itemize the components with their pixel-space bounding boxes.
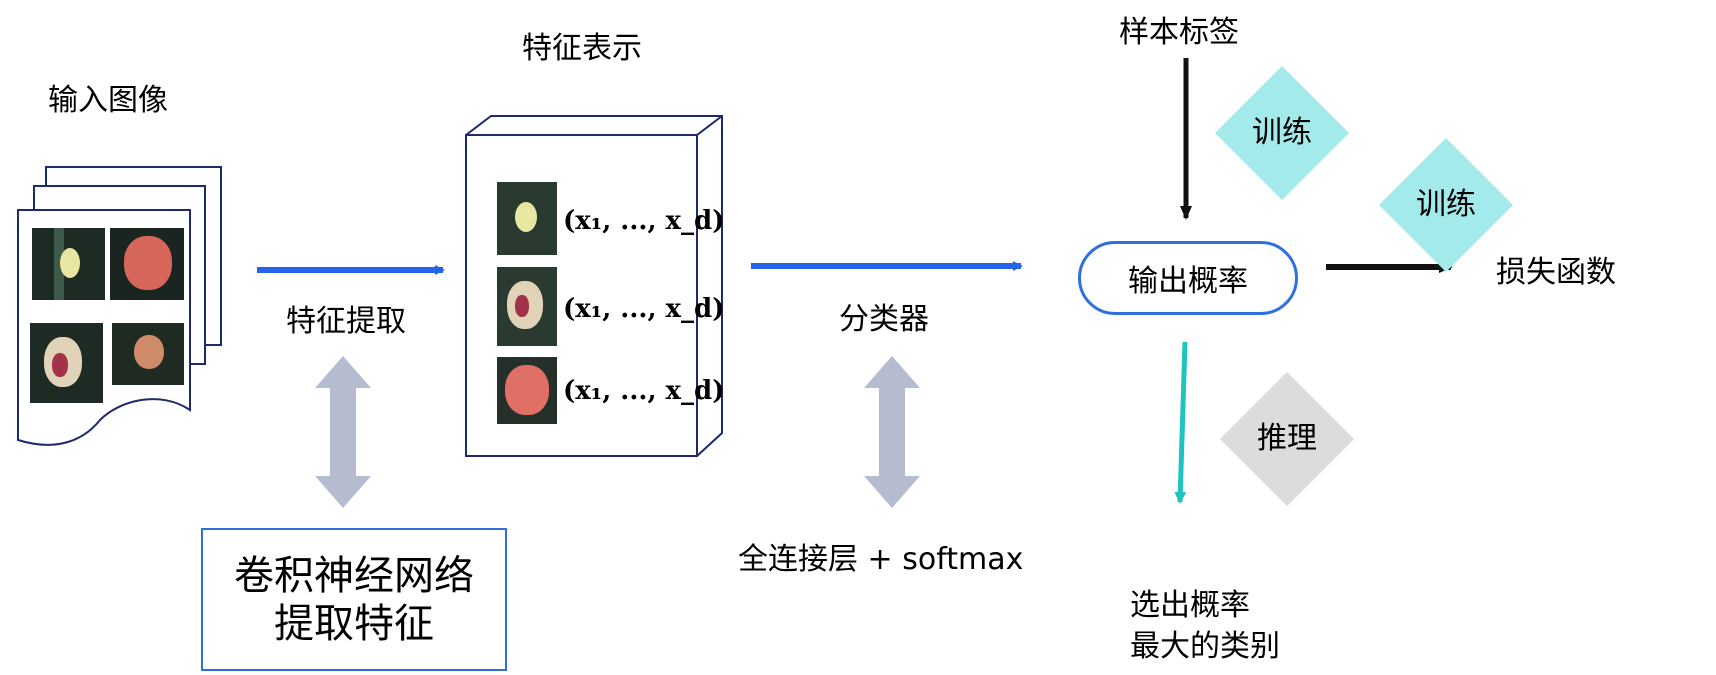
inference-diamond (1220, 372, 1354, 506)
input-thumb-3 (30, 323, 103, 403)
train-label-right: 训练 (1416, 187, 1476, 222)
cnn-box-line1: 卷积神经网络 (234, 552, 474, 599)
feature-thumb-3 (497, 357, 557, 424)
double-arrow-classifier (864, 356, 920, 508)
train-diamond-top (1215, 66, 1349, 200)
feature-vector-1: (x₁, ..., x_d) (563, 206, 725, 236)
feature-thumb-1 (497, 182, 557, 255)
feature-vector-3: (x₁, ..., x_d) (563, 376, 725, 406)
cnn-feature-box: 卷积神经网络 提取特征 (201, 528, 507, 671)
select-max-line1: 选出概率 (1130, 588, 1250, 623)
input-image-label: 输入图像 (48, 83, 168, 118)
feature-repr-label: 特征表示 (522, 31, 642, 66)
feature-extract-label: 特征提取 (286, 304, 406, 339)
select-max-line2: 最大的类别 (1130, 629, 1280, 664)
feature-thumb-2 (497, 267, 557, 346)
classifier-label: 分类器 (839, 302, 929, 337)
feature-vector-2: (x₁, ..., x_d) (563, 294, 725, 324)
fc-softmax-label: 全连接层 + softmax (738, 542, 1024, 577)
input-thumb-2 (110, 228, 184, 300)
input-thumb-1 (32, 228, 105, 300)
train-label-top: 训练 (1252, 115, 1312, 150)
loss-function-label: 损失函数 (1496, 255, 1616, 290)
cnn-box-line2: 提取特征 (274, 600, 434, 647)
output-probability-node: 输出概率 (1078, 241, 1298, 315)
input-document-stack (17, 166, 222, 446)
train-diamond-right (1379, 138, 1513, 272)
inference-arrow (1174, 341, 1188, 504)
input-thumb-4 (112, 323, 184, 385)
inference-label: 推理 (1257, 421, 1317, 456)
double-arrow-extract (315, 356, 371, 508)
sample-label-text: 样本标签 (1119, 15, 1239, 50)
